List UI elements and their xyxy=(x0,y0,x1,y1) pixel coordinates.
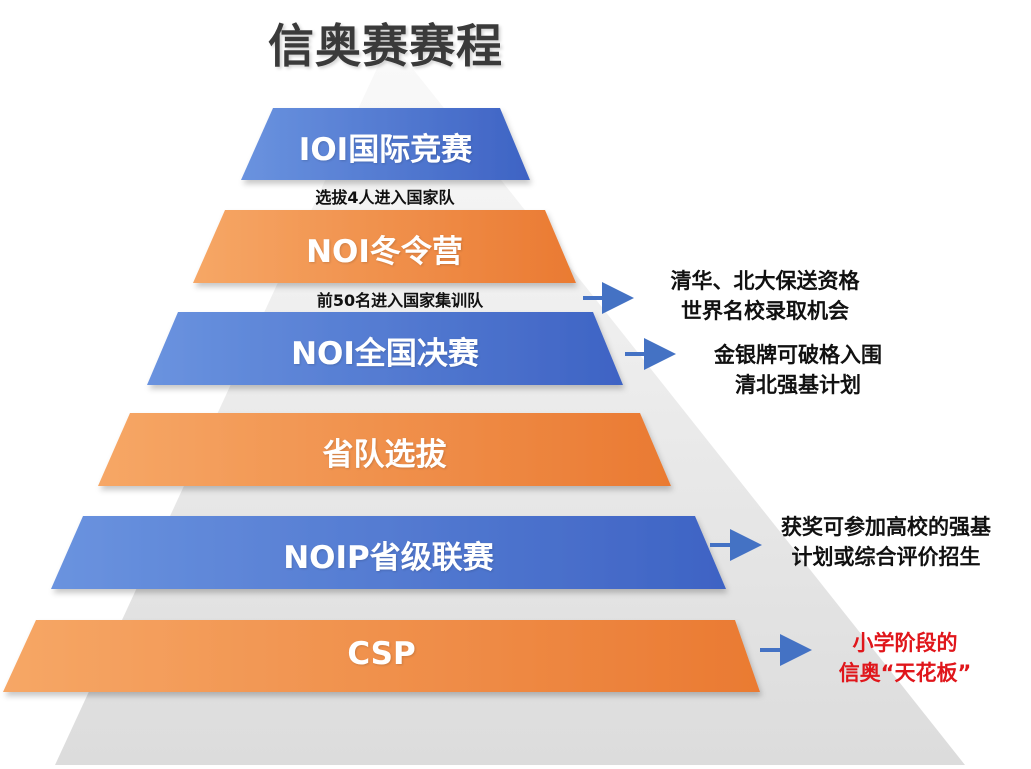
tier-shape-noip xyxy=(51,516,726,589)
note-noip: 获奖可参加高校的强基 计划或综合评价招生 xyxy=(752,512,1020,572)
tier-label-noip: NOIP省级联赛 xyxy=(283,540,494,576)
note-noi-final: 金银牌可破格入围 清北强基计划 xyxy=(668,340,928,400)
tier-shape-csp xyxy=(3,620,760,692)
transition-text-national-team: 选拔4人进入国家队 xyxy=(315,188,455,207)
tier-label-noi-final: NOI全国决赛 xyxy=(291,336,479,372)
tier-label-csp: CSP xyxy=(347,636,416,672)
tier-shape-noi-winter-camp xyxy=(193,210,576,283)
note-line: 计划或综合评价招生 xyxy=(791,545,981,569)
note-line: 世界名校录取机会 xyxy=(681,299,849,323)
note-line: 金银牌可破格入围 xyxy=(714,343,882,367)
tier-label-noi-winter-camp: NOI冬令营 xyxy=(306,234,463,270)
tier-label-ioi: IOI国际竞赛 xyxy=(298,132,473,168)
page-title: 信奥赛赛程 xyxy=(268,19,503,73)
note-line: 清北强基计划 xyxy=(735,373,861,397)
transition-text-training-team: 前50名进入国家集训队 xyxy=(316,291,484,310)
tier-shape-ioi xyxy=(241,108,530,180)
tier-shape-noi-final xyxy=(147,312,623,385)
note-noi-winter-camp: 清华、北大保送资格 世界名校录取机会 xyxy=(625,266,905,326)
note-csp: 小学阶段的 信奥“天花板” xyxy=(800,628,1010,688)
tier-shape-provincial-selection xyxy=(98,413,671,486)
note-line: 小学阶段的 xyxy=(852,631,958,655)
note-line: 清华、北大保送资格 xyxy=(670,269,860,293)
note-line: 信奥“天花板” xyxy=(838,661,972,685)
tier-label-provincial-selection: 省队选拔 xyxy=(322,437,447,473)
note-line: 获奖可参加高校的强基 xyxy=(781,515,991,539)
